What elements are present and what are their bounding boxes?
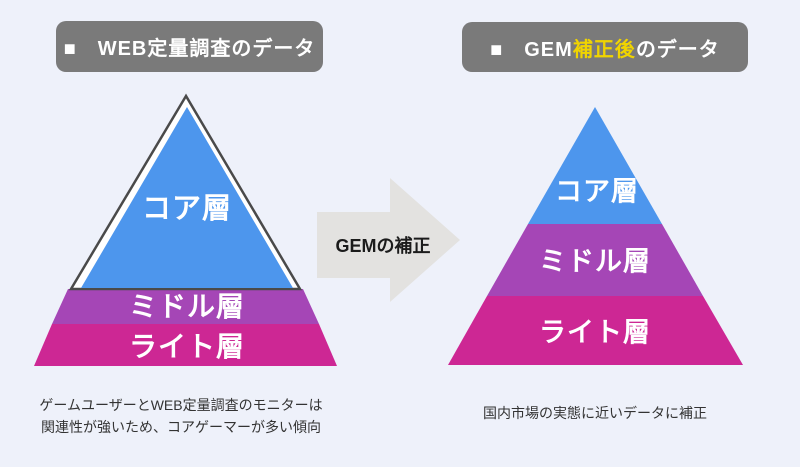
left-header-badge: ■ WEB定量調査のデータ xyxy=(56,21,323,72)
right-caption: 国内市場の実態に近いデータに補正 xyxy=(483,405,707,421)
right-pyramid-core-triangle xyxy=(528,107,662,224)
left-pyramid-middle-label: ミドル層 xyxy=(128,291,246,322)
left-caption-line1: ゲームユーザーとWEB定量調査のモニターは xyxy=(39,397,323,413)
arrow-label: GEMの補正 xyxy=(335,236,431,256)
left-pyramid-core-label: コア層 xyxy=(141,193,233,225)
right-pyramid-light-label: ライト層 xyxy=(539,317,651,348)
right-header-badge-prefix: ■ GEM xyxy=(490,38,573,61)
right-header-badge-suffix: のデータ xyxy=(635,38,720,61)
left-pyramid-core-triangle xyxy=(81,107,293,288)
right-header-badge-highlight: 補正後 xyxy=(572,38,636,61)
left-pyramid-light-band xyxy=(34,324,337,366)
left-header-badge-label: ■ WEB定量調査のデータ xyxy=(63,38,316,60)
left-pyramid-middle-band xyxy=(52,289,319,324)
left-caption: ゲームユーザーとWEB定量調査のモニターは 関連性が強いため、コアゲーマーが多い… xyxy=(39,394,322,438)
right-pyramid-core-label: コア層 xyxy=(555,176,639,207)
right-pyramid-middle-band xyxy=(487,224,703,296)
right-pyramid-light-band xyxy=(448,296,743,365)
right-pyramid-middle-label: ミドル層 xyxy=(539,246,651,277)
left-caption-line2: 関連性が強いため、コアゲーマーが多い傾向 xyxy=(40,419,321,435)
left-pyramid-light-label: ライト層 xyxy=(128,331,246,362)
transform-arrow xyxy=(317,178,460,302)
